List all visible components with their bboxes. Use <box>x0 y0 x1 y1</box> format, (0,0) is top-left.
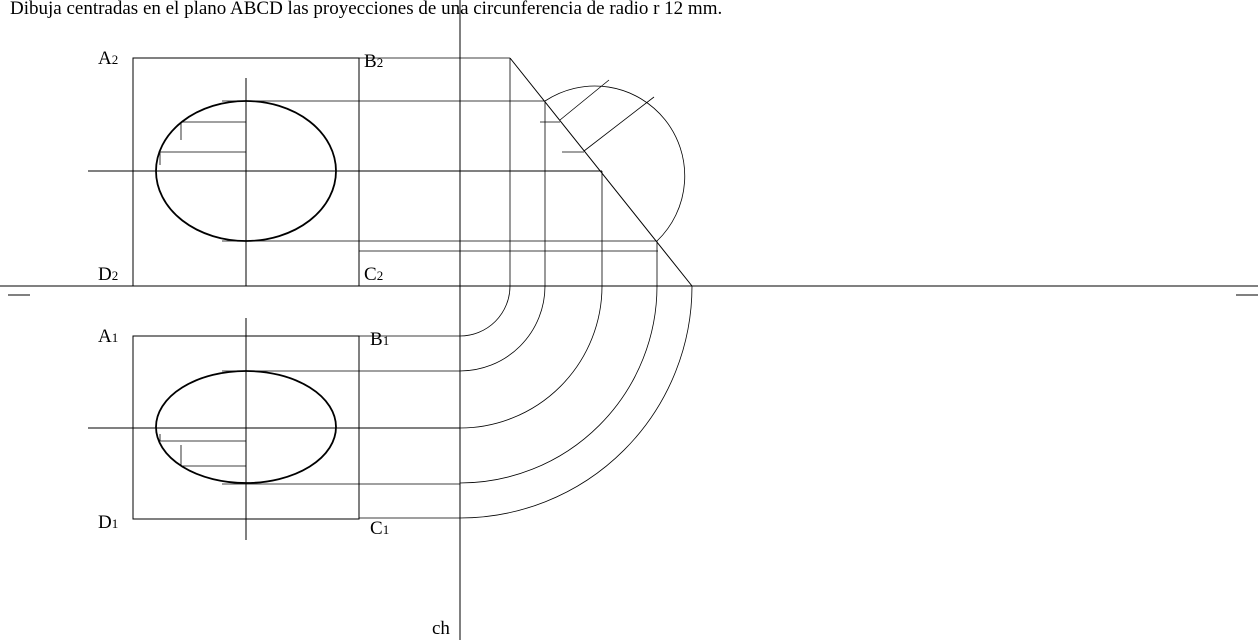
profile-rotated-circle <box>544 85 686 242</box>
label-b2: B2 <box>364 51 383 72</box>
label-a2: A2 <box>98 48 118 69</box>
transfer-arc <box>459 285 603 429</box>
transfer-arc <box>359 285 511 337</box>
drawing-title: Dibuja centradas en el plano ABCD las pr… <box>10 0 722 19</box>
profile-circle-chord <box>559 79 610 121</box>
label-d2: D2 <box>98 264 118 285</box>
label-b1: B1 <box>370 329 389 350</box>
label-c1: C1 <box>370 518 389 539</box>
transfer-arc <box>359 285 693 519</box>
transfer-arc <box>459 285 546 372</box>
label-d1: D1 <box>98 512 118 533</box>
transfer-arc <box>459 285 658 484</box>
label-ch: ch <box>432 618 450 639</box>
label-a1: A1 <box>98 326 118 347</box>
profile-inclined-line <box>509 57 693 287</box>
label-c2: C2 <box>364 264 383 285</box>
profile-circle-chord <box>583 96 655 152</box>
